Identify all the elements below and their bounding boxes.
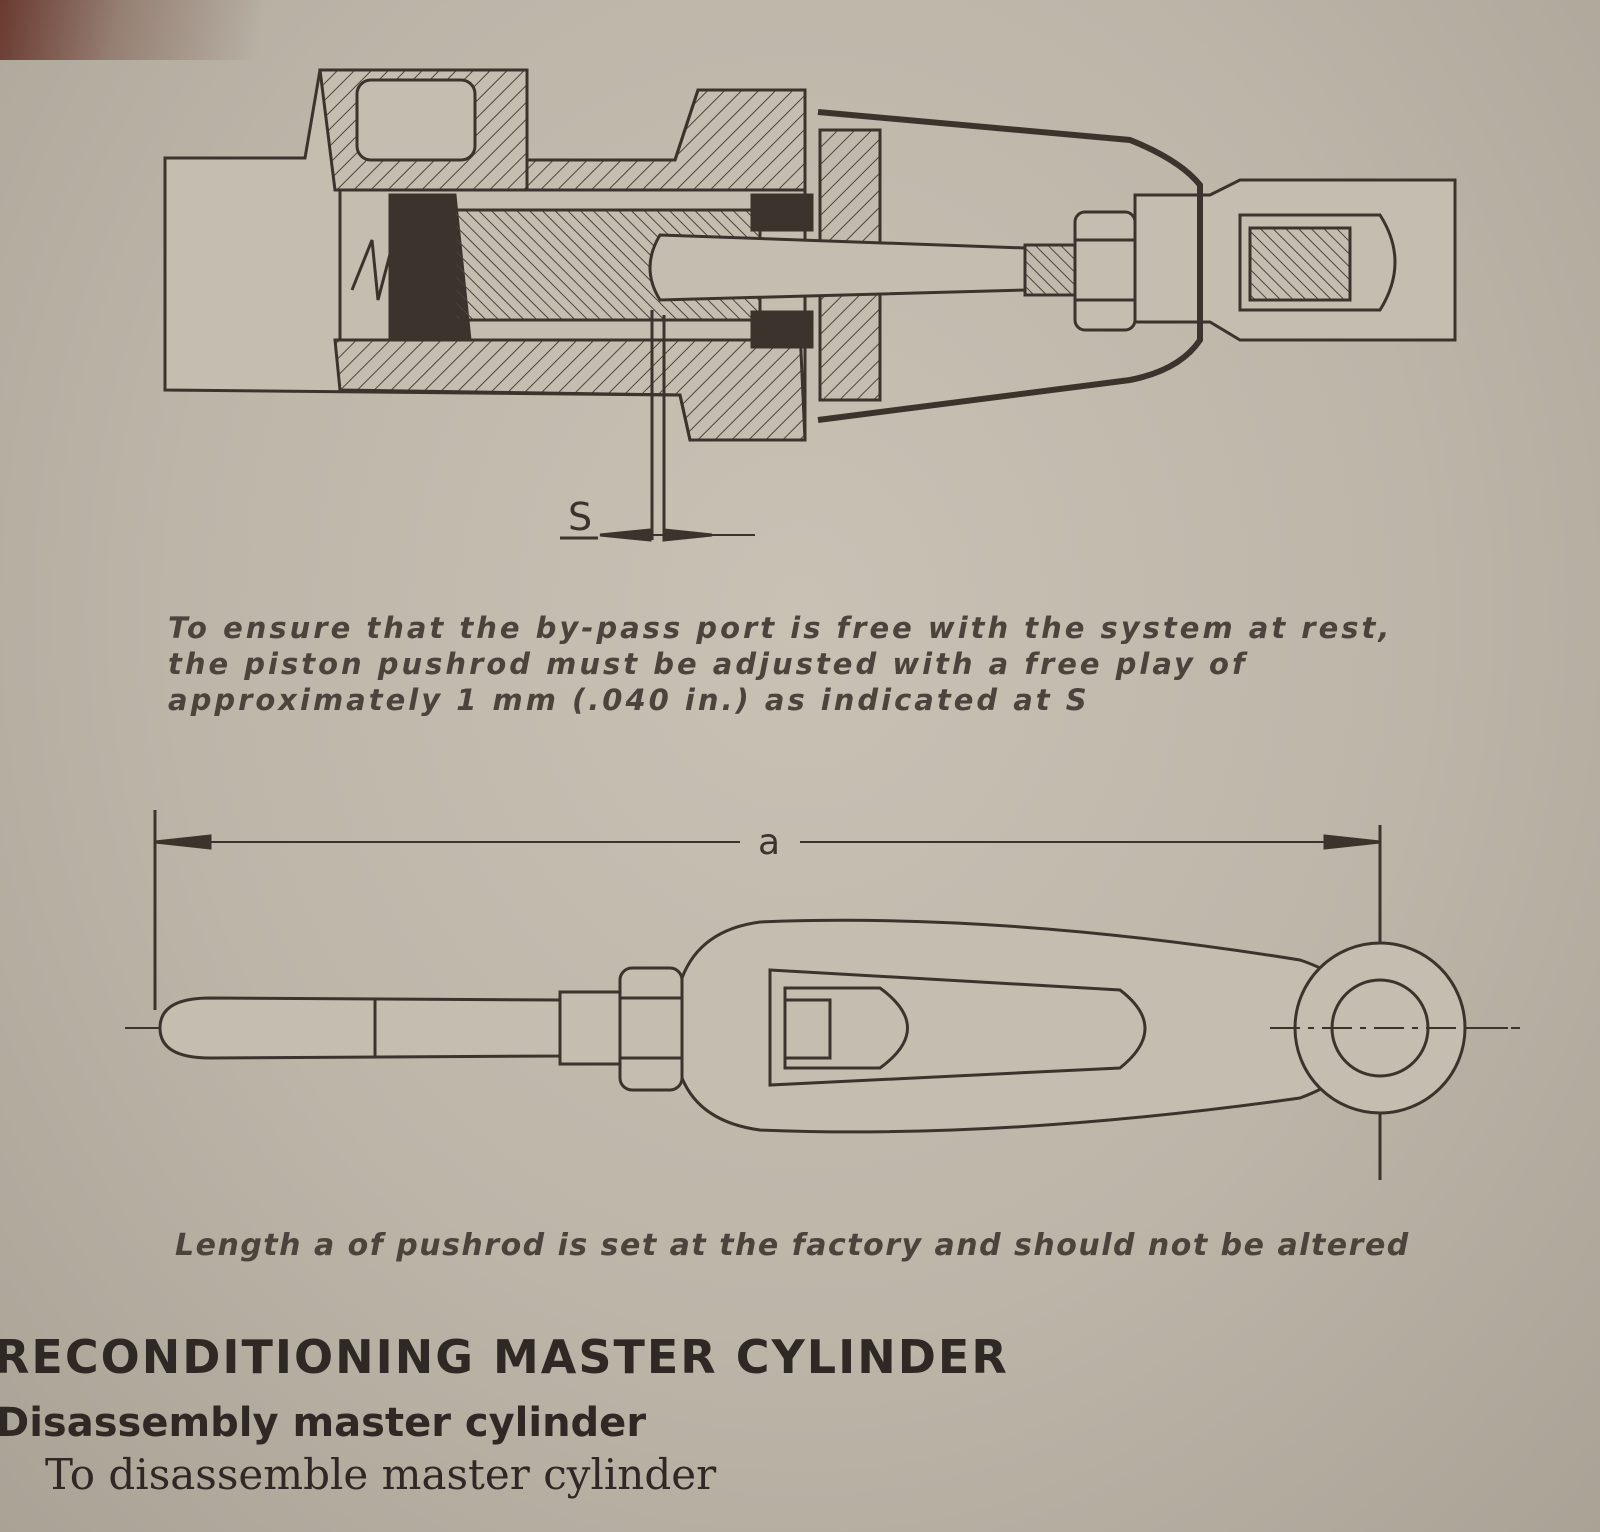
dimension-label-a: a (758, 822, 780, 863)
body-text: To disassemble master cylinder (45, 1450, 717, 1499)
page-edge-shadow (0, 0, 260, 60)
figure2-caption: Length a of pushrod is set at the factor… (175, 1228, 1410, 1263)
figure1-caption: To ensure that the by-pass port is free … (168, 611, 1393, 717)
section-subheading: Disassembly master cylinder (0, 1400, 647, 1446)
section-heading: RECONDITIONING MASTER CYLINDER (0, 1330, 1009, 1384)
dimension-label-s: S (568, 495, 592, 539)
pushrod-drawing: a (125, 810, 1520, 1180)
master-cylinder-section-drawing: S (163, 68, 1457, 542)
